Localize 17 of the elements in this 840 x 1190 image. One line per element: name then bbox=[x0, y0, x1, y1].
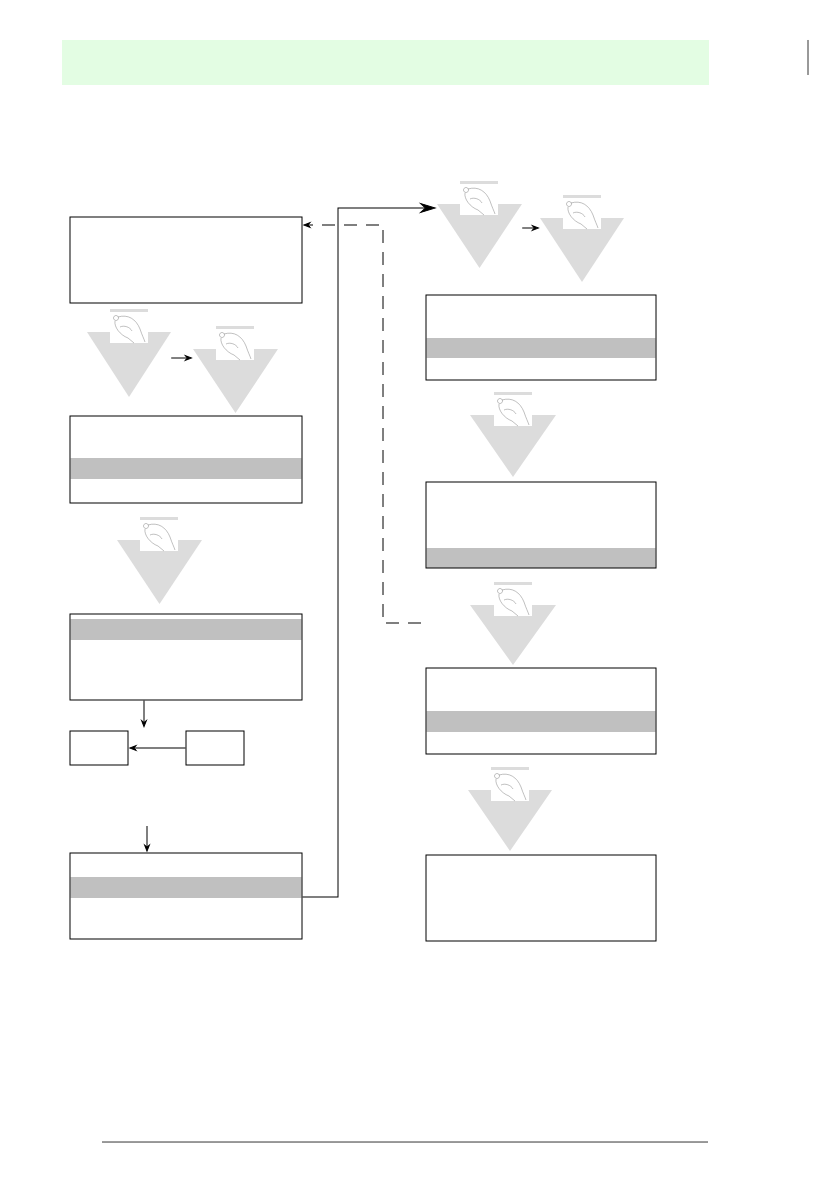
dashed-arrow bbox=[303, 222, 422, 624]
screen-box bbox=[69, 852, 303, 940]
screen-box bbox=[69, 613, 303, 701]
arrow bbox=[141, 700, 147, 728]
screen-box bbox=[69, 216, 303, 304]
arrow bbox=[144, 825, 150, 852]
small-box bbox=[185, 730, 245, 766]
screen-box bbox=[425, 481, 657, 569]
arrow bbox=[302, 203, 436, 898]
screen-box bbox=[425, 294, 657, 381]
arrow bbox=[170, 355, 192, 361]
arrow bbox=[521, 225, 539, 231]
screen-box bbox=[425, 667, 657, 755]
screen-box bbox=[425, 854, 657, 942]
arrow bbox=[129, 745, 186, 751]
small-box bbox=[69, 730, 129, 766]
screen-box bbox=[69, 415, 303, 504]
